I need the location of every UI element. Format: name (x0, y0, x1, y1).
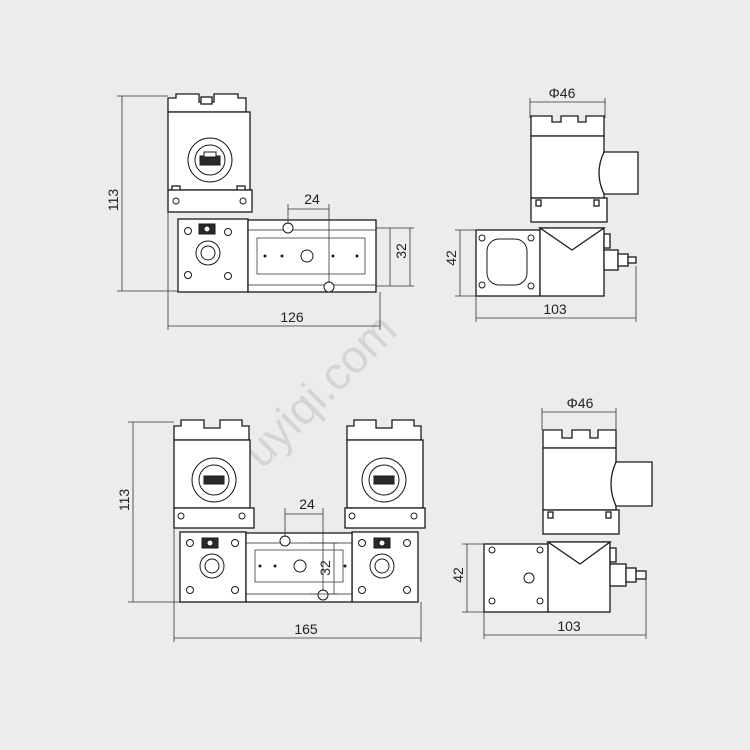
bottom-front-body-height-dimension: 32 (310, 542, 338, 595)
top-front-body-height-label: 32 (393, 243, 409, 259)
bottom-side-diameter-dimension: Φ46 (541, 395, 617, 430)
bottom-front-height-label: 113 (116, 489, 132, 512)
top-front-view: 113 (105, 93, 414, 330)
side-valve-block (475, 227, 637, 297)
top-front-height-label: 113 (105, 189, 121, 212)
top-front-width-dimension: 126 (167, 212, 381, 330)
bottom-front-spacing-label: 24 (299, 496, 315, 512)
top-side-diameter-dimension: Φ46 (529, 85, 606, 118)
bottom-side-diameter-label: Φ46 (567, 395, 594, 411)
top-front-spacing-label: 24 (304, 191, 320, 207)
top-front-height-dimension: 113 (105, 95, 178, 292)
top-front-body-height-dimension: 32 (390, 227, 414, 287)
bottom-front-width-label: 165 (294, 621, 318, 637)
bottom-front-spacing-dimension: 24 (284, 496, 324, 591)
bottom-side-view: Φ46 42 (450, 395, 653, 639)
top-front-spacing-dimension: 24 (287, 191, 330, 283)
bottom-side-height-label: 42 (450, 567, 466, 583)
adapter-plate (167, 189, 253, 213)
bottom-side-valve-block (483, 541, 647, 613)
bottom-front-view: 113 (116, 419, 426, 642)
top-side-height-dimension: 42 (443, 229, 476, 297)
bottom-front-width-dimension: 165 (173, 528, 422, 642)
top-side-width-label: 103 (543, 301, 567, 317)
valve-block (177, 218, 249, 293)
right-coil-housing (344, 419, 426, 529)
bottom-side-coil-housing (542, 429, 653, 535)
bottom-side-width-dimension: 103 (483, 579, 647, 639)
bottom-front-height-dimension: 113 (116, 421, 184, 603)
top-side-width-dimension: 103 (475, 266, 637, 322)
top-side-height-label: 42 (443, 250, 459, 266)
bottom-side-height-dimension: 42 (450, 543, 484, 613)
left-valve-block (179, 531, 247, 603)
right-valve-block (351, 531, 419, 603)
coil-housing (167, 93, 251, 193)
manifold-body (247, 219, 391, 293)
top-side-diameter-label: Φ46 (549, 85, 576, 101)
left-coil-housing (173, 419, 255, 529)
bottom-front-body-height-label: 32 (317, 560, 333, 576)
top-front-width-label: 126 (280, 309, 304, 325)
bottom-side-width-label: 103 (557, 618, 581, 634)
side-coil-housing (530, 115, 639, 223)
top-side-view: Φ46 42 (443, 85, 639, 322)
